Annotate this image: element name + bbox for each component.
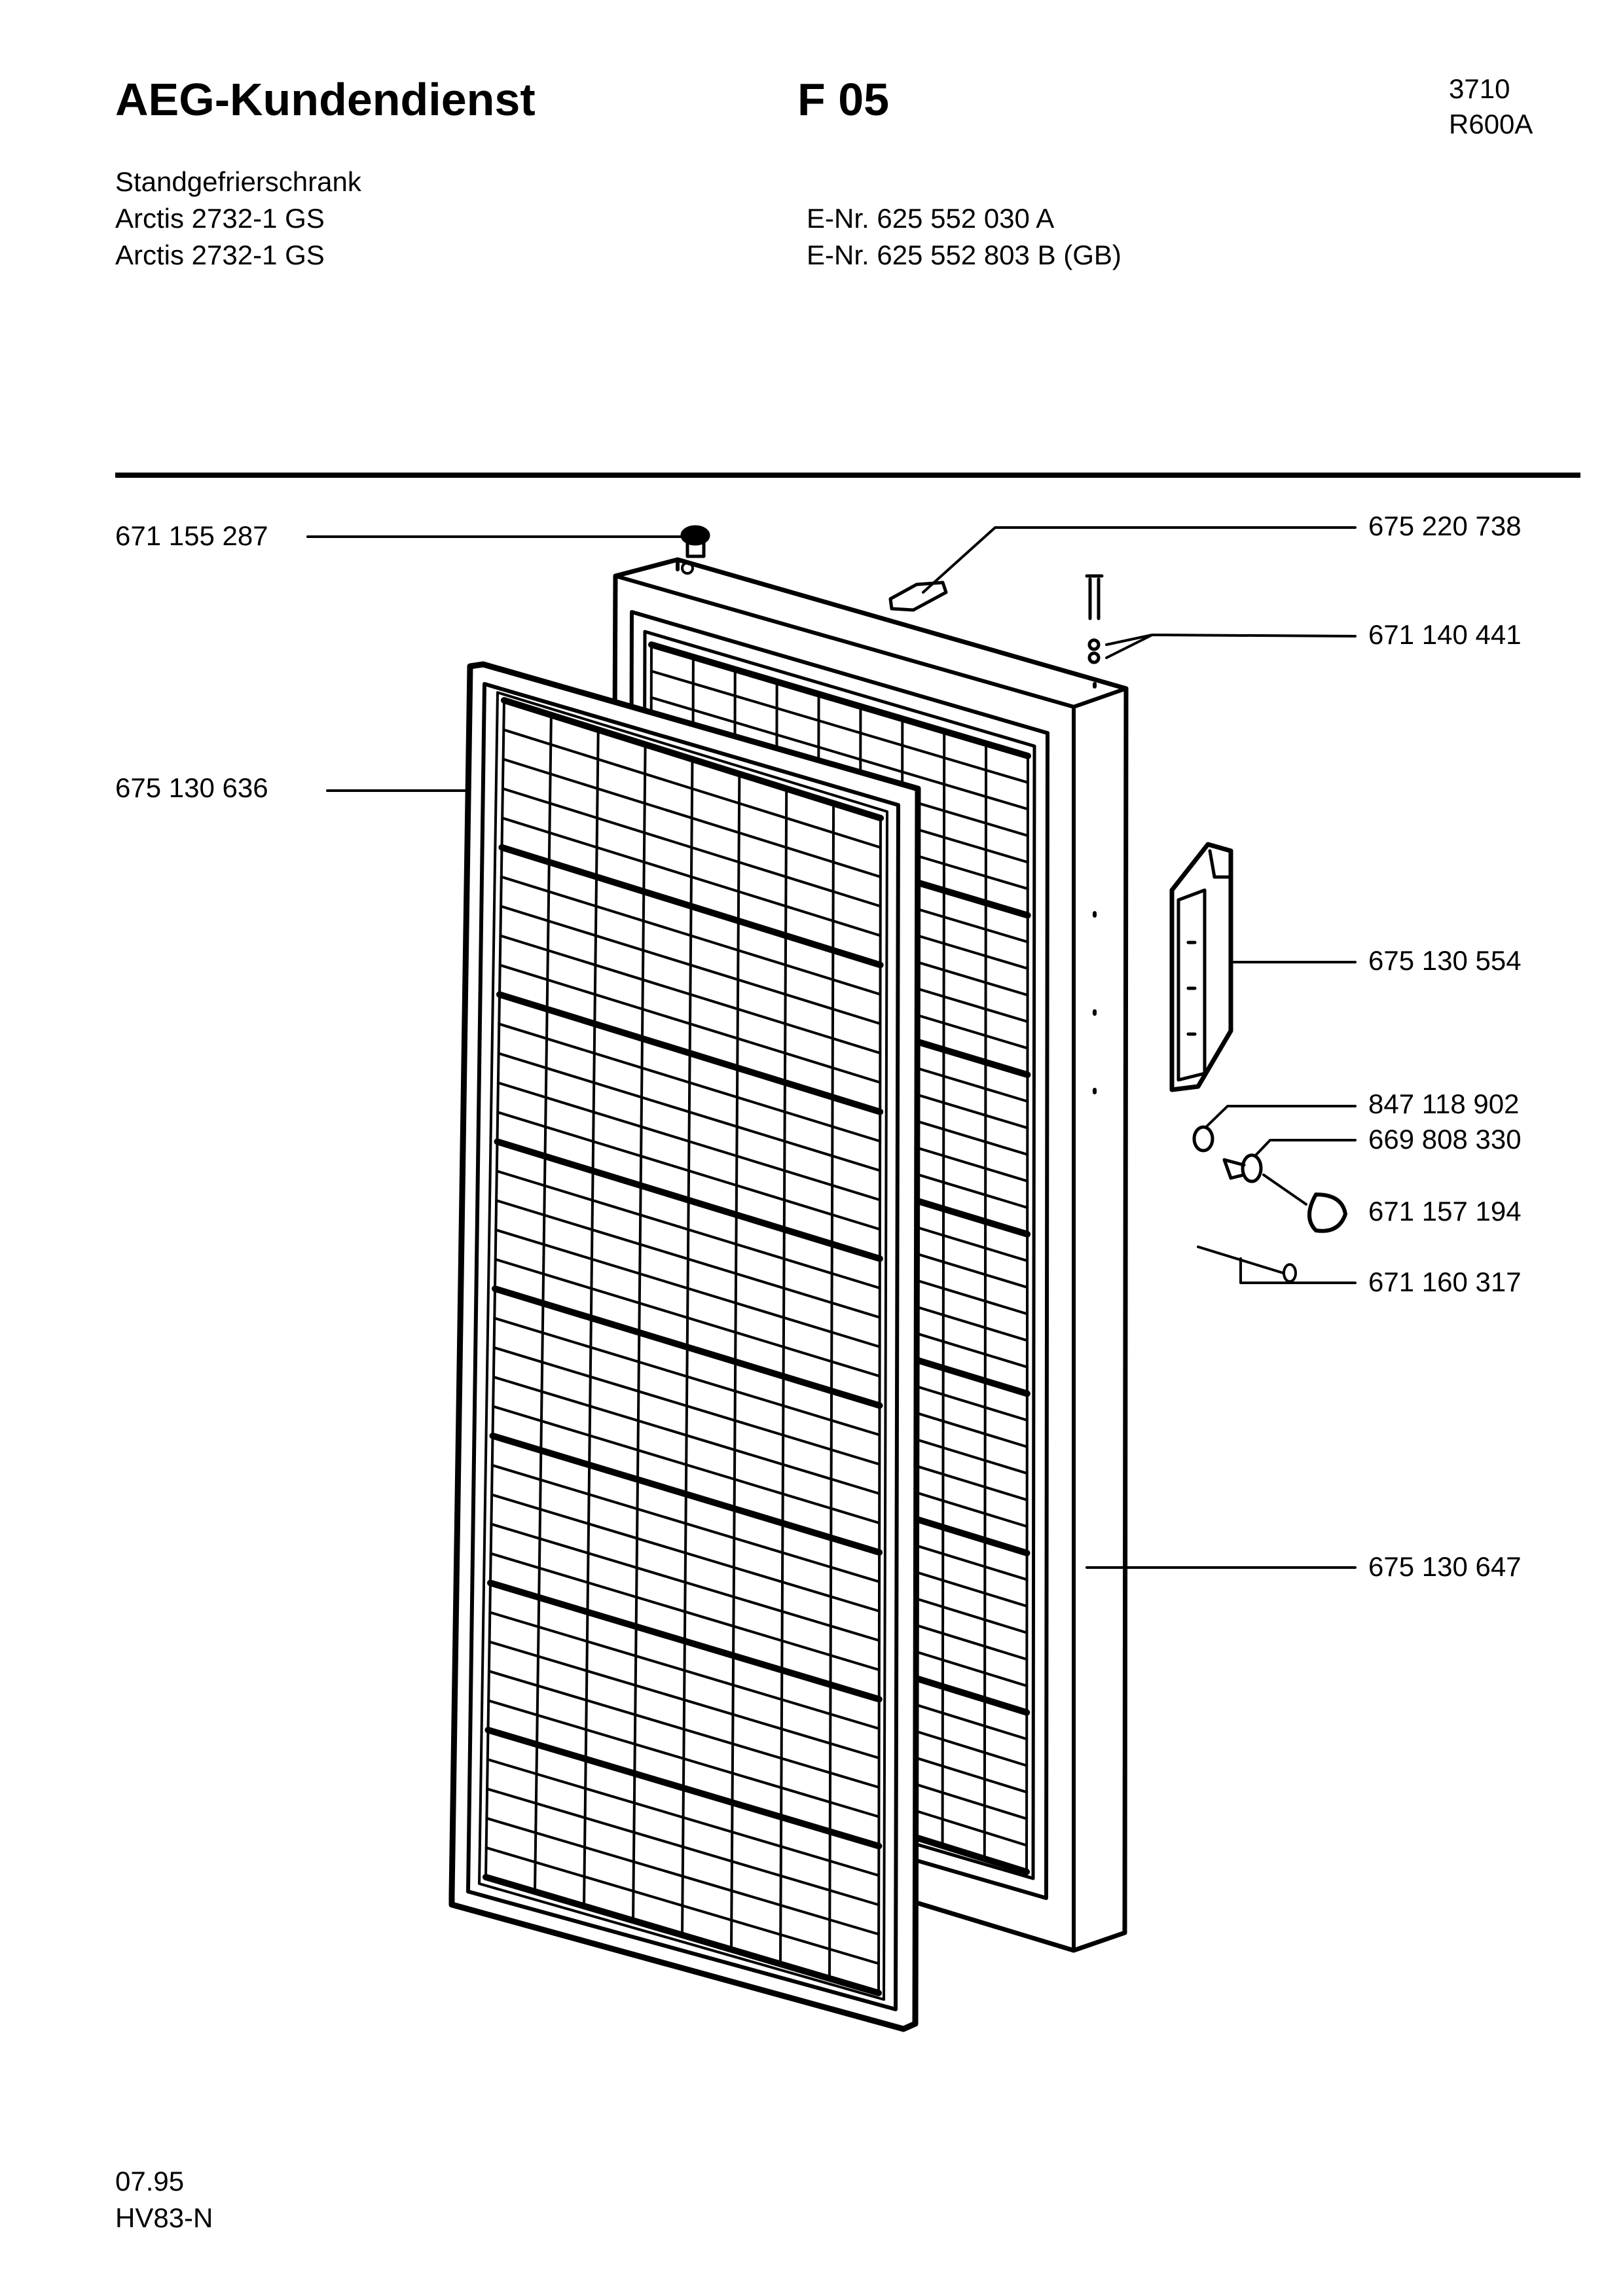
front-grid-hline (498, 1022, 882, 1143)
front-grid-hline (492, 1405, 881, 1524)
front-grid-hline (492, 1375, 881, 1496)
front-grid-hline (486, 1758, 881, 1877)
model-enr-1: E-Nr. 625 552 030 A (807, 203, 1055, 234)
front-grid-shelf-band (484, 1727, 883, 1850)
header-divider (115, 473, 1580, 478)
front-grid-hline (488, 1640, 881, 1759)
part-label-top-cap: 671 155 287 (115, 520, 268, 551)
front-grid-shelf-band (494, 1138, 883, 1263)
front-grid-hline (492, 1346, 881, 1466)
model-name-1: Arctis 2732-1 GS (115, 203, 325, 234)
front-grid-hline (500, 905, 882, 1026)
part-label-screw: 669 808 330 (1368, 1124, 1522, 1155)
front-grid-hline (490, 1463, 881, 1583)
front-grid-hline (490, 1493, 881, 1613)
device-type: Standgefrierschrank (115, 166, 361, 197)
front-grid-hline (485, 1817, 881, 1936)
front-grid-hline (493, 1316, 881, 1437)
part-label-handle: 675 130 554 (1368, 945, 1522, 976)
front-grid-hline (495, 1170, 881, 1289)
model-code: 3710 (1449, 73, 1510, 104)
front-grid-shelf-band (489, 1432, 883, 1556)
part-label-door-gasket: 675 130 636 (115, 772, 268, 803)
front-grid-hline (501, 816, 882, 937)
front-grid-hline (490, 1522, 881, 1642)
front-grid-hline (499, 934, 882, 1054)
leader-lines (306, 526, 1357, 1569)
washer (1192, 1125, 1214, 1153)
page-title: AEG-Kundendienst (115, 74, 536, 125)
back-grid-shelf-band (648, 641, 1031, 759)
top-cap (680, 525, 710, 575)
part-label-hinge-cover: 675 220 738 (1368, 511, 1522, 541)
front-grid-hline (496, 1111, 881, 1231)
front-grid-hline (489, 1552, 881, 1672)
part-label-split-pin: 671 160 317 (1368, 1266, 1522, 1297)
screw-cover (1307, 1193, 1347, 1233)
front-grid-hline (486, 1787, 881, 1907)
front-grid-hline (494, 1258, 881, 1378)
hinge-cover (888, 581, 948, 612)
front-grid-hline (496, 1081, 882, 1202)
front-grid-hline (501, 787, 882, 908)
front-grid-shelf-band (498, 844, 884, 969)
front-grid-hline (497, 1052, 882, 1172)
front-grid-shelf-band (496, 991, 884, 1115)
section-code: F 05 (797, 74, 890, 125)
front-grid-hline (494, 1229, 881, 1348)
refrigerant-code: R600A (1449, 109, 1533, 139)
model-name-2: Arctis 2732-1 GS (115, 240, 325, 270)
part-label-washer: 847 118 902 (1368, 1088, 1520, 1119)
front-grid-shelf-band (492, 1285, 883, 1409)
back-grid-hline (649, 670, 1029, 784)
hinge-pin (1085, 574, 1104, 664)
footer-date: 07.95 (115, 2166, 185, 2197)
front-grid-hline (495, 1199, 881, 1319)
screw (1222, 1153, 1263, 1183)
front-grid-hline (487, 1670, 881, 1789)
footer-ref: HV83-N (115, 2202, 213, 2233)
model-enr-2: E-Nr. 625 552 803 B (GB) (807, 240, 1122, 270)
front-grid-hline (487, 1699, 881, 1818)
part-label-screw-cover: 671 157 194 (1368, 1196, 1522, 1227)
front-grid-shelf-band (501, 697, 884, 821)
split-pin (1197, 1246, 1297, 1283)
door-handle (1169, 842, 1233, 1092)
back-grid-hline (649, 696, 1029, 811)
front-grid-shelf-band (483, 1874, 882, 1996)
front-grid-hline (500, 875, 882, 996)
front-grid-hline (488, 1611, 881, 1731)
part-label-door: 675 130 647 (1368, 1551, 1522, 1582)
front-grid-shelf-band (487, 1579, 883, 1703)
front-grid-hline (502, 728, 882, 849)
front-grid-hline (501, 757, 882, 878)
front-grid-hline (498, 963, 882, 1084)
front-grid-hline (484, 1846, 881, 1965)
part-label-hinge-pin: 671 140 441 (1368, 619, 1522, 650)
